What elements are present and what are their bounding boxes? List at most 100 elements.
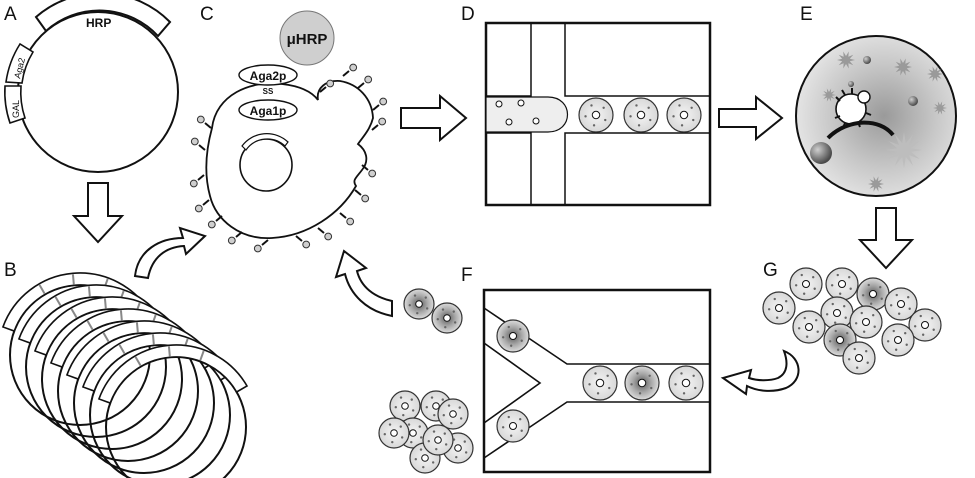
fluorescent-droplet bbox=[496, 319, 530, 353]
droplet bbox=[792, 310, 826, 344]
droplet bbox=[668, 365, 704, 401]
droplet bbox=[762, 291, 796, 325]
droplet bbox=[825, 267, 859, 301]
gal-promoter-segment bbox=[4, 85, 27, 125]
droplet bbox=[578, 97, 614, 133]
surface-display-inset: μHRP Aga2p SS Aga1p bbox=[238, 10, 335, 121]
sorted-positive-droplets bbox=[403, 288, 463, 334]
fluorescent-droplet bbox=[403, 288, 435, 320]
substrate-sphere-small bbox=[863, 56, 871, 64]
aga2p-oval bbox=[238, 64, 298, 86]
droplet bbox=[437, 398, 469, 430]
product-star bbox=[886, 132, 922, 168]
aga2p-label: Aga2p bbox=[250, 69, 287, 83]
displayed-enzyme bbox=[339, 212, 355, 226]
microfluidic-sorting-chip bbox=[482, 288, 712, 474]
panel-label-e: E bbox=[800, 4, 813, 25]
aga2-segment bbox=[5, 42, 35, 84]
arrow-c-to-d bbox=[400, 93, 468, 143]
panel-label-f: F bbox=[461, 265, 473, 286]
aga2-segment-label: Aga2 bbox=[12, 57, 27, 80]
panel-label-d: D bbox=[461, 4, 475, 25]
microfluidic-encapsulation-chip bbox=[484, 21, 712, 207]
droplet bbox=[378, 417, 410, 449]
fluorescent-droplet bbox=[431, 302, 463, 334]
droplet bbox=[666, 97, 702, 133]
displayed-enzyme bbox=[207, 215, 223, 229]
arrow-d-to-e bbox=[718, 94, 784, 142]
collected-droplets bbox=[762, 267, 942, 375]
fluorescent-droplet bbox=[624, 365, 660, 401]
arrow-e-to-g bbox=[857, 207, 915, 270]
displayed-enzyme bbox=[357, 75, 373, 89]
displayed-enzyme bbox=[227, 231, 243, 245]
product-star bbox=[822, 88, 836, 102]
droplet-zoom-boundary bbox=[795, 35, 957, 197]
product-star bbox=[933, 101, 947, 115]
arrow-g-to-f bbox=[720, 349, 800, 396]
displayed-enzyme bbox=[295, 235, 311, 249]
hrp-gene-label: HRP bbox=[86, 16, 111, 30]
droplet bbox=[789, 267, 823, 301]
substrate-sphere-mid bbox=[908, 96, 918, 106]
substrate-sphere-tiny bbox=[848, 81, 854, 87]
displayed-enzyme bbox=[189, 174, 205, 188]
displayed-enzyme bbox=[342, 63, 358, 77]
displayed-enzyme bbox=[190, 137, 206, 151]
library-plasmid bbox=[97, 344, 249, 478]
yeast-cell-display bbox=[189, 63, 388, 253]
aga1p-label: Aga1p bbox=[250, 104, 287, 118]
droplet bbox=[884, 287, 918, 321]
enzyme-reaction-arc bbox=[826, 120, 895, 140]
encapsulated-droplets bbox=[578, 97, 702, 133]
displayed-enzyme bbox=[317, 227, 333, 241]
plasmid-library-stack bbox=[1, 272, 249, 478]
droplet bbox=[623, 97, 659, 133]
displayed-enzyme bbox=[196, 115, 212, 129]
droplet bbox=[582, 365, 618, 401]
droplet bbox=[389, 390, 421, 422]
panel-label-a: A bbox=[4, 4, 17, 25]
product-star bbox=[894, 58, 912, 76]
displayed-enzyme bbox=[194, 199, 210, 213]
fluorescent-droplet bbox=[856, 277, 890, 311]
mhrp-enzyme-label: μHRP bbox=[287, 31, 328, 48]
droplet bbox=[881, 323, 915, 357]
product-star bbox=[927, 66, 943, 82]
hrp-gene-segment bbox=[34, 0, 172, 38]
droplet bbox=[849, 305, 883, 339]
sorted-negative-droplets bbox=[378, 390, 474, 474]
droplet bbox=[842, 341, 876, 375]
displayed-enzyme bbox=[253, 239, 269, 253]
panel-label-c: C bbox=[200, 4, 214, 25]
arrow-f-to-c bbox=[334, 249, 393, 318]
free-cells bbox=[495, 99, 540, 126]
panel-label-g: G bbox=[763, 260, 778, 281]
disulfide-bond-label: SS bbox=[263, 87, 274, 96]
aga1p-oval bbox=[238, 99, 298, 121]
displayed-enzyme bbox=[319, 79, 335, 93]
product-star bbox=[837, 51, 855, 69]
yeast-cell-wall bbox=[205, 80, 374, 239]
gal-promoter-label: GAL bbox=[11, 100, 21, 118]
fluorescent-product-stars bbox=[822, 51, 947, 192]
droplet-zoom bbox=[795, 35, 957, 197]
droplet bbox=[908, 308, 942, 342]
product-star bbox=[868, 176, 884, 192]
droplet bbox=[496, 409, 530, 443]
droplet bbox=[422, 424, 454, 456]
arrow-a-to-b bbox=[71, 182, 125, 244]
surface-proteins bbox=[189, 63, 388, 253]
sorting-droplets bbox=[496, 319, 704, 443]
mhrp-enzyme-sphere bbox=[279, 10, 335, 66]
arrow-b-to-c bbox=[133, 226, 207, 280]
displayed-enzyme bbox=[372, 97, 388, 111]
substrate-sphere-large bbox=[810, 142, 832, 164]
displayed-enzyme bbox=[354, 189, 370, 203]
panel-label-b: B bbox=[4, 260, 17, 281]
plasmid-diagram: HRP Aga2 GAL bbox=[4, 0, 179, 173]
displayed-enzyme bbox=[361, 164, 377, 178]
sorting-junction-wedge bbox=[483, 342, 542, 424]
displayed-enzyme bbox=[371, 117, 387, 131]
